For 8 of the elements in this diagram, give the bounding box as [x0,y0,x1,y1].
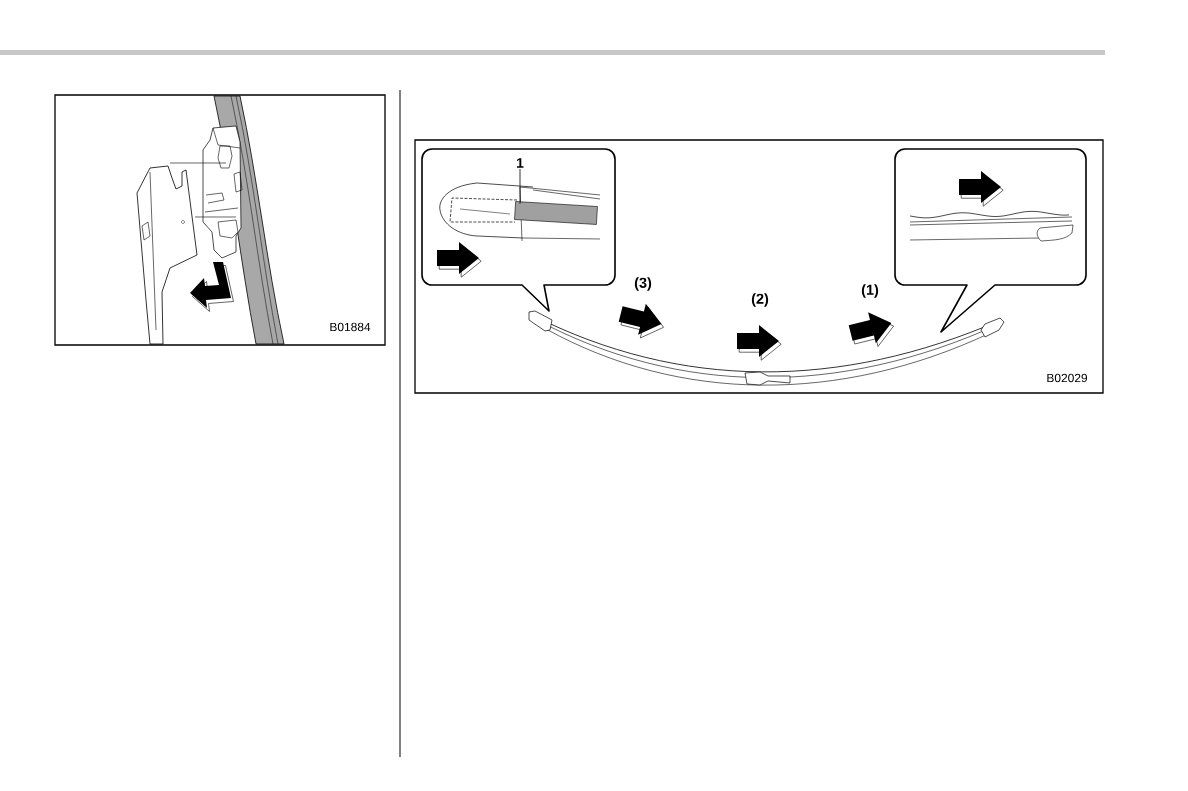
step-number: (1) [861,284,879,298]
leader-line [519,168,521,205]
figure-code: B01884 [330,322,371,332]
figure-code: B02029 [1047,373,1088,383]
rubber-strip [514,201,598,225]
step-number: (2) [751,293,769,307]
callout-number: 1 [517,158,524,168]
step-number: (3) [634,277,652,291]
